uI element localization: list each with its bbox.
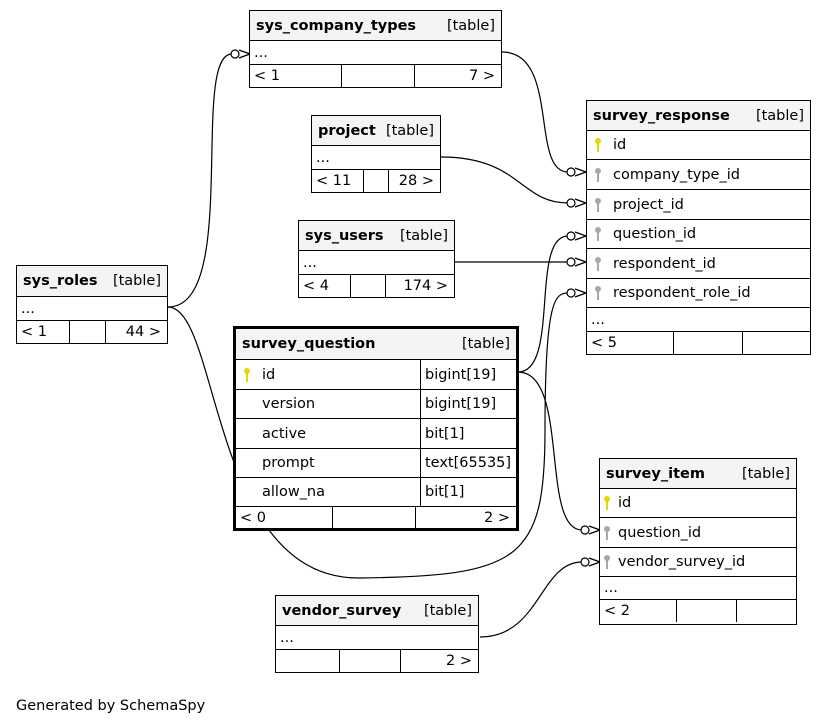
primary-key-icon [600, 495, 614, 511]
table-kind: [table] [423, 602, 472, 619]
table-name: sys_roles [23, 273, 98, 289]
link-roles-company-types [167, 53, 233, 308]
columns-ellipsis: ... [276, 626, 478, 650]
children-count[interactable]: 2 > [484, 509, 510, 526]
columns-ellipsis: ... [312, 146, 440, 170]
column-name: question_id [613, 226, 697, 242]
parents-count[interactable]: < 0 [236, 507, 333, 528]
primary-key-icon [587, 137, 609, 153]
column-name: question_id [618, 524, 702, 541]
table-sys-company-types[interactable]: sys_company_types [table] ... < 1 7 > [249, 10, 502, 88]
column-name: respondent_role_id [613, 285, 751, 301]
children-count[interactable] [737, 600, 796, 622]
link-company-type [501, 51, 569, 173]
column-name: allow_na [262, 484, 325, 500]
table-sys-roles[interactable]: sys_roles [table] ... < 1 44 > [16, 265, 168, 344]
columns-ellipsis: ... [250, 41, 501, 65]
column-row[interactable]: allow_na bit[1] [236, 478, 516, 507]
column-type: text[65535] [420, 449, 516, 477]
column-row[interactable]: company_type_id [587, 160, 810, 190]
foreign-key-icon [587, 226, 609, 242]
foreign-key-icon [600, 554, 614, 570]
column-type: bit[1] [420, 419, 516, 448]
children-count[interactable]: 44 > [125, 324, 161, 340]
parents-count[interactable]: < 1 [250, 65, 342, 87]
column-name: prompt [262, 455, 315, 471]
table-survey-question[interactable]: survey_question [table] id bigint[19] ve… [233, 326, 519, 531]
table-kind: [table] [461, 336, 510, 352]
parents-count[interactable]: < 11 [312, 170, 364, 192]
column-name: project_id [613, 196, 684, 213]
foreign-key-icon [587, 197, 609, 213]
table-project[interactable]: project [table] ... < 11 28 > [311, 115, 441, 193]
column-row[interactable]: id [600, 489, 796, 518]
column-row[interactable]: version bigint[19] [236, 390, 516, 419]
column-row[interactable]: respondent_id [587, 249, 810, 279]
column-type: bigint[19] [420, 390, 516, 418]
table-kind: [table] [741, 465, 790, 482]
table-vendor-survey[interactable]: vendor_survey [table] ... 2 > [275, 595, 479, 673]
table-kind: [table] [446, 17, 495, 34]
columns-ellipsis: ... [299, 251, 454, 275]
link-vendor-survey [479, 561, 583, 638]
table-sys-users[interactable]: sys_users [table] ... < 4 174 > [298, 220, 455, 298]
table-name: vendor_survey [282, 602, 402, 619]
children-count[interactable]: 7 > [469, 68, 495, 84]
column-name: vendor_survey_id [618, 554, 746, 570]
parents-count[interactable]: < 5 [587, 332, 674, 354]
generator-caption: Generated by SchemaSpy [16, 698, 206, 714]
table-name: survey_response [593, 107, 730, 124]
columns-ellipsis: ... [600, 577, 796, 600]
column-name: respondent_id [613, 255, 716, 272]
table-survey-response[interactable]: survey_response [table] id company_type_… [586, 100, 811, 355]
parents-count[interactable]: < 4 [299, 275, 351, 297]
children-count[interactable]: 28 > [398, 173, 434, 189]
column-row[interactable]: respondent_role_id [587, 279, 810, 308]
table-kind: [table] [385, 122, 434, 139]
column-name: id [618, 495, 632, 511]
link-roles-respondent-role [167, 292, 569, 579]
column-row[interactable]: id bigint[19] [236, 360, 516, 390]
parents-count[interactable] [276, 650, 340, 672]
foreign-key-icon [587, 285, 609, 301]
children-count[interactable] [743, 332, 810, 354]
children-count[interactable]: 174 > [403, 278, 448, 294]
link-question-item [517, 371, 583, 531]
primary-key-icon [236, 367, 258, 383]
table-name: survey_item [606, 465, 705, 482]
column-name: active [262, 425, 307, 442]
children-count[interactable]: 2 > [446, 653, 472, 669]
column-name: company_type_id [613, 166, 740, 183]
link-question-response [517, 235, 569, 373]
foreign-key-icon [600, 525, 614, 541]
table-name: sys_company_types [256, 17, 417, 34]
column-row[interactable]: project_id [587, 190, 810, 220]
parents-count[interactable]: < 2 [600, 600, 677, 622]
parents-count[interactable]: < 1 [17, 321, 70, 343]
foreign-key-icon [587, 167, 609, 183]
column-name: version [262, 396, 316, 412]
column-type: bit[1] [420, 478, 516, 506]
table-name: project [318, 122, 376, 139]
columns-ellipsis: ... [17, 297, 167, 321]
link-project [440, 156, 569, 204]
column-name: id [613, 137, 627, 153]
column-type: bigint[19] [420, 360, 516, 389]
column-row[interactable]: prompt text[65535] [236, 449, 516, 478]
table-survey-item[interactable]: survey_item [table] id question_id vendo… [599, 458, 797, 625]
table-kind: [table] [399, 227, 448, 244]
foreign-key-icon [587, 256, 609, 272]
table-kind: [table] [112, 273, 161, 289]
table-kind: [table] [755, 107, 804, 124]
column-name: id [262, 366, 276, 383]
column-row[interactable]: question_id [600, 518, 796, 548]
table-name: sys_users [305, 227, 384, 244]
table-name: survey_question [242, 336, 376, 352]
column-row[interactable]: id [587, 131, 810, 160]
column-row[interactable]: question_id [587, 220, 810, 249]
column-row[interactable]: vendor_survey_id [600, 548, 796, 577]
columns-ellipsis: ... [587, 308, 810, 332]
column-row[interactable]: active bit[1] [236, 419, 516, 449]
